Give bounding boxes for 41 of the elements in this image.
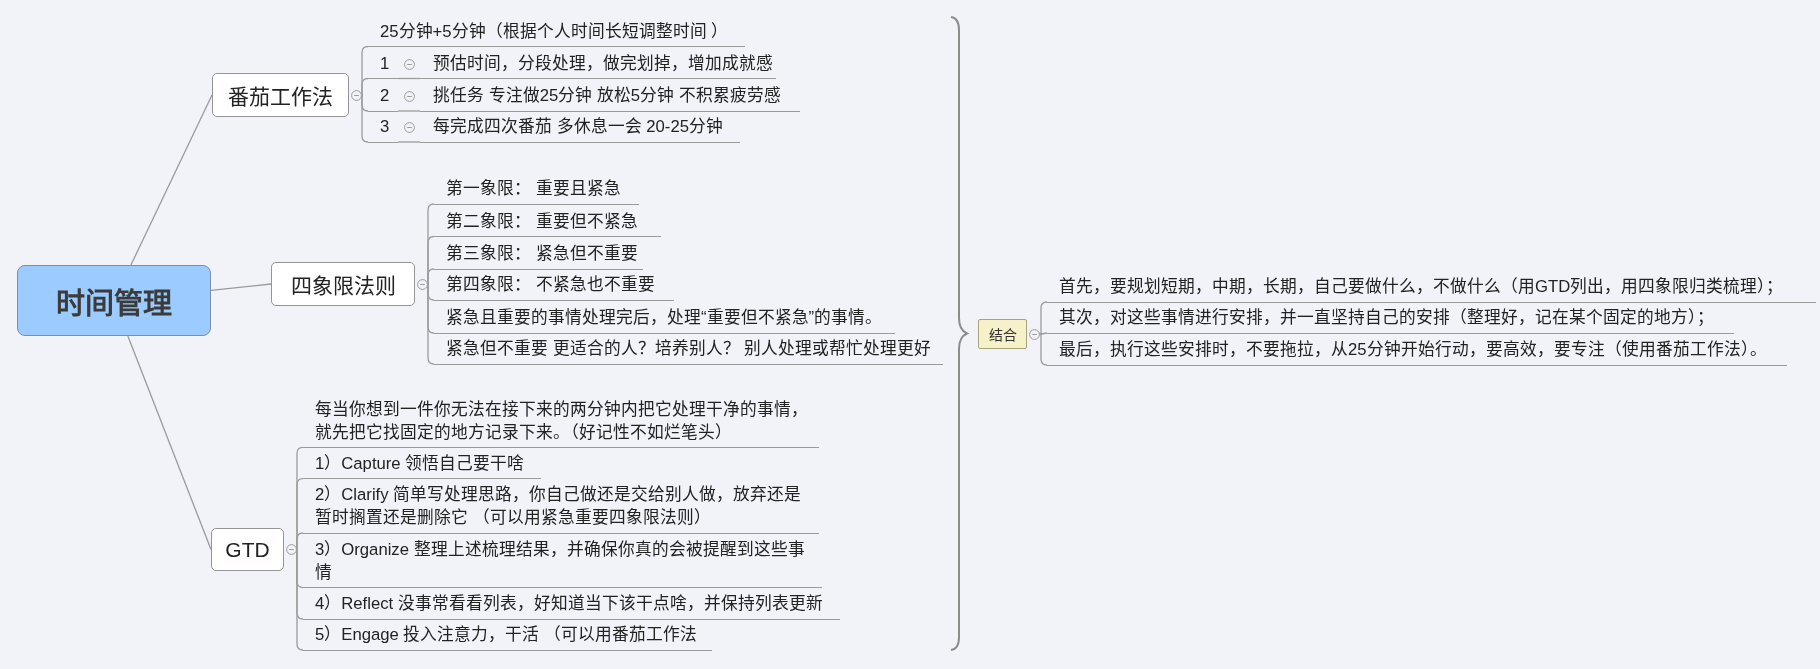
subtopic-item: 其次，对这些事情进行安排，并一直坚持自己的安排（整理好，记在某个固定的地方）； bbox=[1047, 304, 1734, 334]
subtopic-item: 1 bbox=[368, 49, 398, 80]
subtopic-item: 每当你想到一件你无法在接下来的两分钟内把它处理干净的事情，就先把它找固定的地方记录下来。（好记性不如烂笔头） bbox=[303, 395, 819, 449]
branch-line bbox=[397, 110, 421, 112]
branch-line bbox=[360, 94, 369, 143]
subtopic-item: 紧急但不重要 更适合的人？培养别人？ 别人处理或帮忙处理更好 bbox=[434, 335, 943, 365]
subtopic-item: 第二象限： 重要但不紧急 bbox=[434, 207, 661, 238]
subtopic-item: 5）Engage 投入注意力，干活 （可以用番茄工作法 bbox=[303, 621, 712, 651]
subtopic-item: 最后，执行这些安排时，不要拖拉，从25分钟开始行动，要高效，要专注（使用番茄工作法）。 bbox=[1047, 336, 1787, 366]
branch-line bbox=[397, 141, 421, 143]
branch-line bbox=[360, 77, 369, 96]
subtopic-item: 2 bbox=[368, 82, 398, 112]
subtopic-item: 4）Reflect 没事常看看列表，好知道当下该干点啥，并保持列表更新 bbox=[303, 590, 840, 620]
main-topic: 四象限法则 bbox=[271, 262, 415, 306]
subtopic-item: 预估时间，分段处理，做完划掉，增加成就感 bbox=[420, 49, 776, 80]
subtopic-item: 首先，要规划短期，中期，长期，自己要做什么，不做什么（用GTD列出，用四象限归类梳理）； bbox=[1047, 273, 1816, 303]
central-topic: 时间管理 bbox=[17, 265, 211, 336]
branch-line bbox=[1038, 301, 1048, 335]
main-topic: 番茄工作法 bbox=[212, 73, 349, 117]
branch-line bbox=[426, 268, 435, 285]
branch-line bbox=[295, 532, 304, 551]
branch-line bbox=[397, 77, 421, 80]
subtopic-item: 第三象限： 紧急但不重要 bbox=[434, 240, 643, 270]
subtopic-item: 每完成四次番茄 多休息一会 20-25分钟 bbox=[420, 113, 740, 143]
branch-line bbox=[210, 283, 272, 291]
branch-line bbox=[426, 283, 435, 365]
subtopic-item: 第一象限： 重要且紧急 bbox=[434, 175, 639, 205]
subtopic-item: 挑任务 专注做25分钟 放松5分钟 不积累疲劳感 bbox=[420, 82, 800, 112]
subtopic-item: 1）Capture 领悟自己要干啥 bbox=[303, 449, 541, 480]
main-topic: GTD bbox=[211, 528, 284, 571]
subtopic-item: 25分钟+5分钟（根据个人时间长短调整时间 ） bbox=[368, 17, 745, 48]
branch-line bbox=[127, 335, 212, 551]
subtopic-item: 3）Organize 整理上述梳理结果，并确保你真的会被提醒到这些事情 bbox=[303, 535, 822, 589]
summary-topic: 结合 bbox=[978, 319, 1027, 349]
subtopic-item: 3 bbox=[368, 113, 398, 143]
subtopic-item: 2）Clarify 简单写处理思路，你自己做还是交给别人做，放弃还是暂时搁置还是删除它 （可以用紧急重要四象限法则） bbox=[303, 481, 819, 534]
branch-line bbox=[130, 94, 213, 266]
subtopic-item: 紧急且重要的事情处理完后，处理“重要但不紧急”的事情。 bbox=[434, 304, 895, 334]
subtopic-item: 第四象限： 不紧急也不重要 bbox=[434, 271, 674, 301]
branch-line bbox=[1038, 333, 1048, 366]
branch-line bbox=[295, 548, 304, 651]
